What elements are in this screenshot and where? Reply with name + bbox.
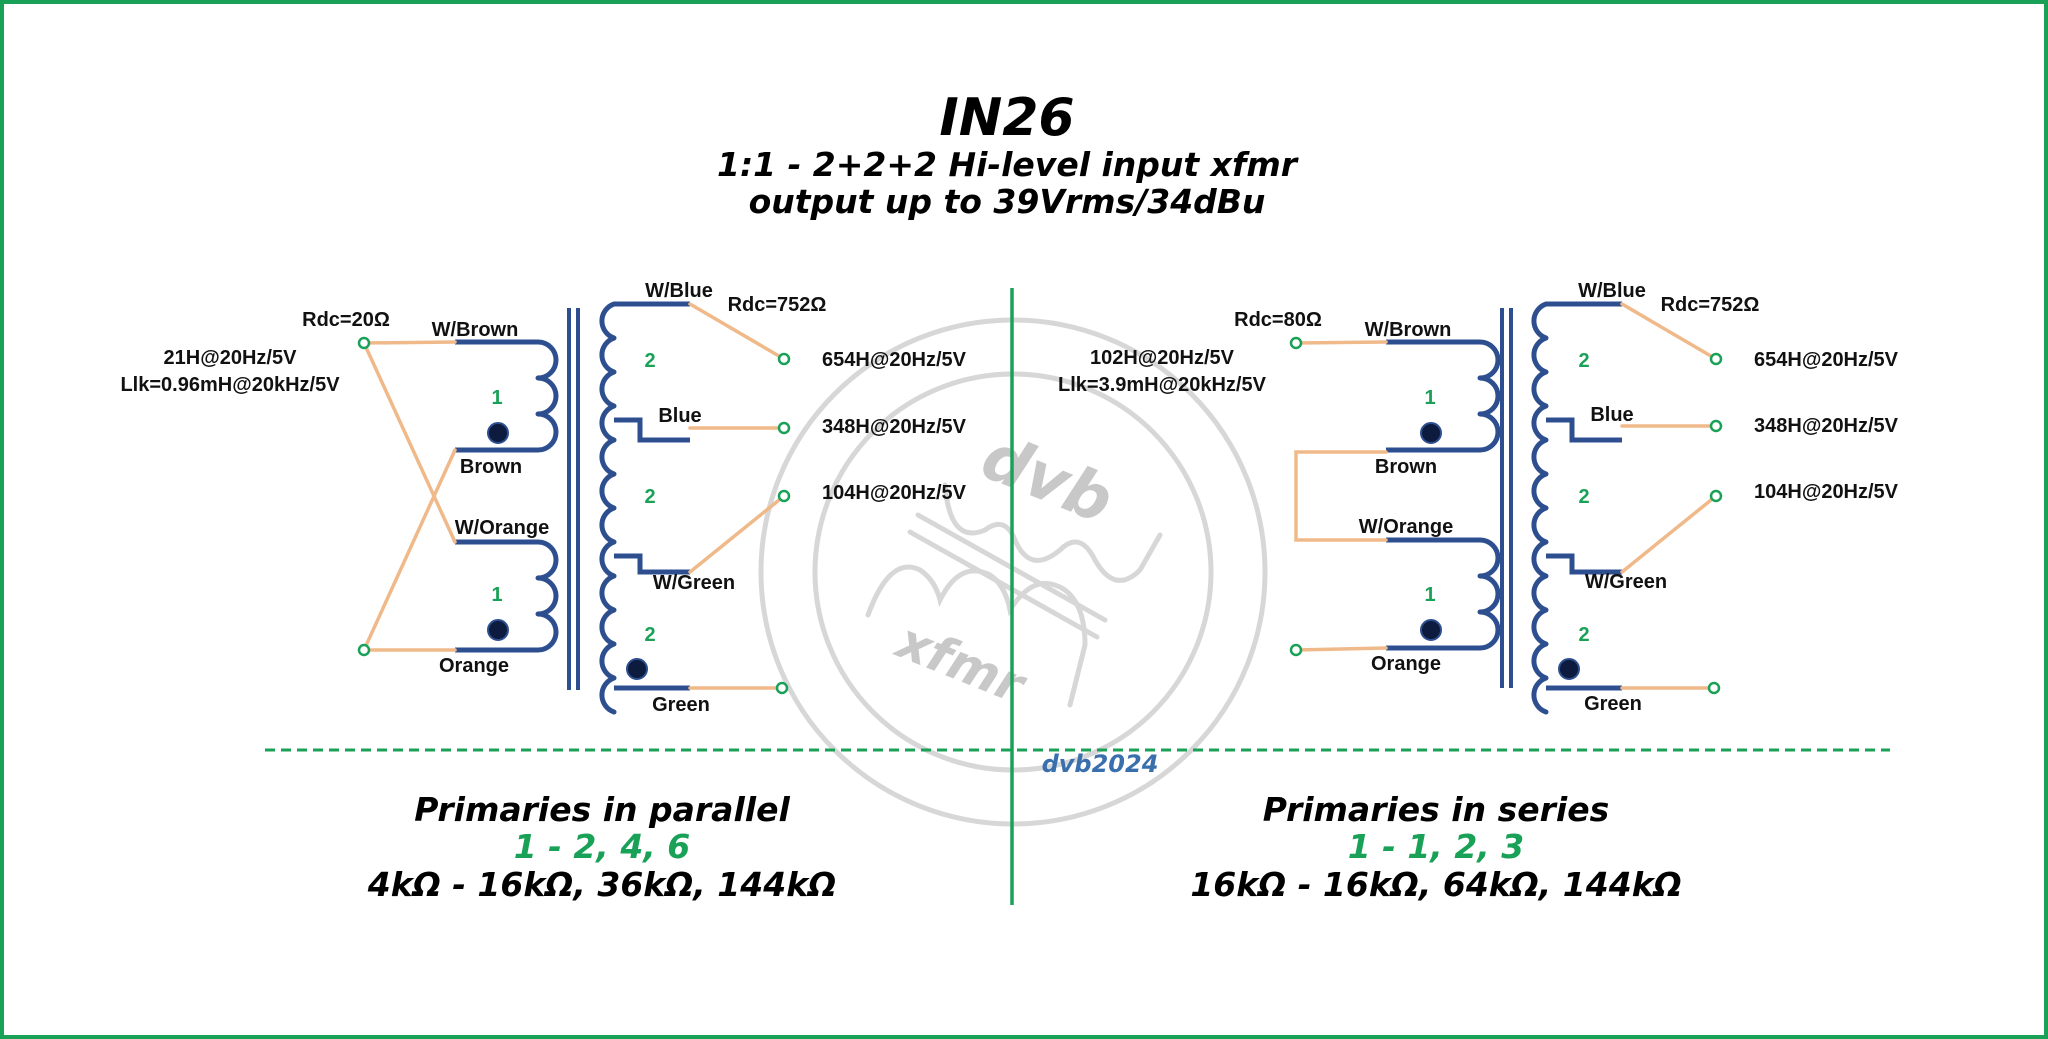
left-wire-out-1 (688, 302, 786, 361)
left-sec-number-1: 2 (644, 350, 655, 372)
right-p2-bottom-label: Orange (1371, 653, 1441, 675)
right-sec-tap-1-label: Blue (1590, 404, 1633, 426)
right-sec-number-3: 2 (1578, 624, 1589, 646)
right-config-title: Primaries in series (1263, 790, 1609, 829)
left-wire-top-in (362, 340, 457, 345)
right-sec-number-1: 2 (1578, 350, 1589, 372)
right-primary-coil-2 (1477, 537, 1501, 651)
right-p1-top-label: W/Brown (1365, 319, 1452, 341)
right-wire-series-link (1294, 450, 1388, 542)
left-primary-leakage: Llk=0.96mH@20kHz/5V (120, 374, 340, 396)
left-wire-out-3 (688, 494, 786, 574)
right-sec-bottom-label: Green (1584, 693, 1642, 715)
left-primary-coil-2 (535, 539, 559, 653)
right-sec-rdc: Rdc=752Ω (1661, 294, 1760, 316)
left-sec-tap-1-label: Blue (658, 405, 701, 427)
watermark-logo-top: dvb (972, 420, 1123, 539)
right-wire-bottom-in (1294, 646, 1388, 652)
left-sec-number-3: 2 (644, 624, 655, 646)
left-primary-inductance: 21H@20Hz/5V (164, 347, 298, 369)
right-output-2-label: 348H@20Hz/5V (1754, 415, 1899, 437)
right-sec-polarity-dot (1558, 658, 1580, 680)
left-output-1-label: 654H@20Hz/5V (822, 349, 967, 371)
right-p2-polarity-dot (1420, 619, 1442, 641)
left-output-2-label: 348H@20Hz/5V (822, 416, 967, 438)
watermark-upper-arcs (942, 482, 1163, 583)
left-output-terminal-2 (777, 421, 791, 435)
left-wire-cross-1 (362, 341, 457, 544)
left-primary-terminal-bottom (357, 643, 371, 657)
left-wire-cross-2 (362, 448, 457, 652)
left-sec-rdc: Rdc=752Ω (728, 294, 827, 316)
left-sec-bottom-label: Green (652, 694, 710, 716)
right-wire-out-3 (1620, 494, 1718, 574)
left-output-terminal-4 (775, 681, 789, 695)
signature: dvb2024 (1042, 750, 1159, 778)
right-output-terminal-2 (1709, 419, 1723, 433)
right-config-impedances: 16kΩ - 16kΩ, 64kΩ, 144kΩ (1190, 865, 1681, 904)
left-output-terminal-1 (777, 352, 791, 366)
left-p1-number: 1 (491, 387, 502, 409)
right-p1-bottom-label: Brown (1375, 456, 1437, 478)
right-sec-tap-1 (1546, 417, 1622, 443)
right-output-terminal-4 (1707, 681, 1721, 695)
right-p1-number: 1 (1424, 387, 1435, 409)
page-subtitle-1: 1:1 - 2+2+2 Hi-level input xfmr (717, 145, 1299, 184)
right-output-3-label: 104H@20Hz/5V (1754, 481, 1899, 503)
right-p2-top-label: W/Orange (1359, 516, 1453, 538)
left-p1-top-label: W/Brown (432, 319, 519, 341)
left-sec-polarity-dot (626, 658, 648, 680)
left-sec-top-label: W/Blue (645, 280, 713, 302)
left-primary-rdc: Rdc=20Ω (302, 309, 390, 331)
right-primary-coil-1 (1477, 339, 1501, 453)
right-primary-rdc: Rdc=80Ω (1234, 309, 1322, 331)
left-primary-terminal-top (357, 336, 371, 350)
left-p2-bottom-label: Orange (439, 655, 509, 677)
right-output-terminal-1 (1709, 352, 1723, 366)
right-primary-inductance: 102H@20Hz/5V (1090, 347, 1235, 369)
watermark-core-line-2 (907, 529, 1100, 640)
left-p2-polarity-dot (487, 619, 509, 641)
right-primary-terminal-bottom (1289, 643, 1303, 657)
left-config-title: Primaries in parallel (414, 790, 790, 829)
left-sec-number-2: 2 (644, 486, 655, 508)
left-config-impedances: 4kΩ - 16kΩ, 36kΩ, 144kΩ (367, 865, 836, 904)
page-subtitle-2: output up to 39Vrms/34dBu (749, 182, 1266, 221)
right-sec-number-2: 2 (1578, 486, 1589, 508)
left-output-terminal-3 (777, 489, 791, 503)
left-p1-polarity-dot (487, 422, 509, 444)
right-primary-terminal-top (1289, 336, 1303, 350)
right-wire-top-in (1294, 340, 1388, 345)
page-title: IN26 (939, 88, 1074, 148)
left-output-3-label: 104H@20Hz/5V (822, 482, 967, 504)
right-output-1-label: 654H@20Hz/5V (1754, 349, 1899, 371)
right-sec-top-label: W/Blue (1578, 280, 1646, 302)
left-p2-top-label: W/Orange (455, 517, 549, 539)
left-p1-bottom-label: Brown (460, 456, 522, 478)
right-schematic: Rdc=80Ω 102H@20Hz/5V Llk=3.9mH@20kHz/5V … (1058, 280, 1899, 715)
right-p2-number: 1 (1424, 584, 1435, 606)
right-sec-tap-2-label: W/Green (1585, 571, 1667, 593)
right-output-terminal-3 (1709, 489, 1723, 503)
left-sec-tap-2-label: W/Green (653, 572, 735, 594)
right-config-ratios: 1 - 1, 2, 3 (1348, 827, 1525, 866)
left-sec-tap-1 (614, 417, 690, 443)
right-wire-out-1 (1620, 302, 1718, 361)
right-secondary-coil (1531, 301, 1549, 715)
left-schematic: Rdc=20Ω 21H@20Hz/5V Llk=0.96mH@20kHz/5V … (120, 280, 966, 716)
right-primary-leakage: Llk=3.9mH@20kHz/5V (1058, 374, 1267, 396)
left-primary-coil-1 (535, 339, 559, 453)
left-sec-tap-2 (614, 553, 690, 575)
left-config-ratios: 1 - 2, 4, 6 (514, 827, 691, 866)
right-sec-tap-2 (1546, 553, 1622, 575)
left-secondary-coil (599, 301, 617, 715)
left-p2-number: 1 (491, 584, 502, 606)
right-p1-polarity-dot (1420, 422, 1442, 444)
